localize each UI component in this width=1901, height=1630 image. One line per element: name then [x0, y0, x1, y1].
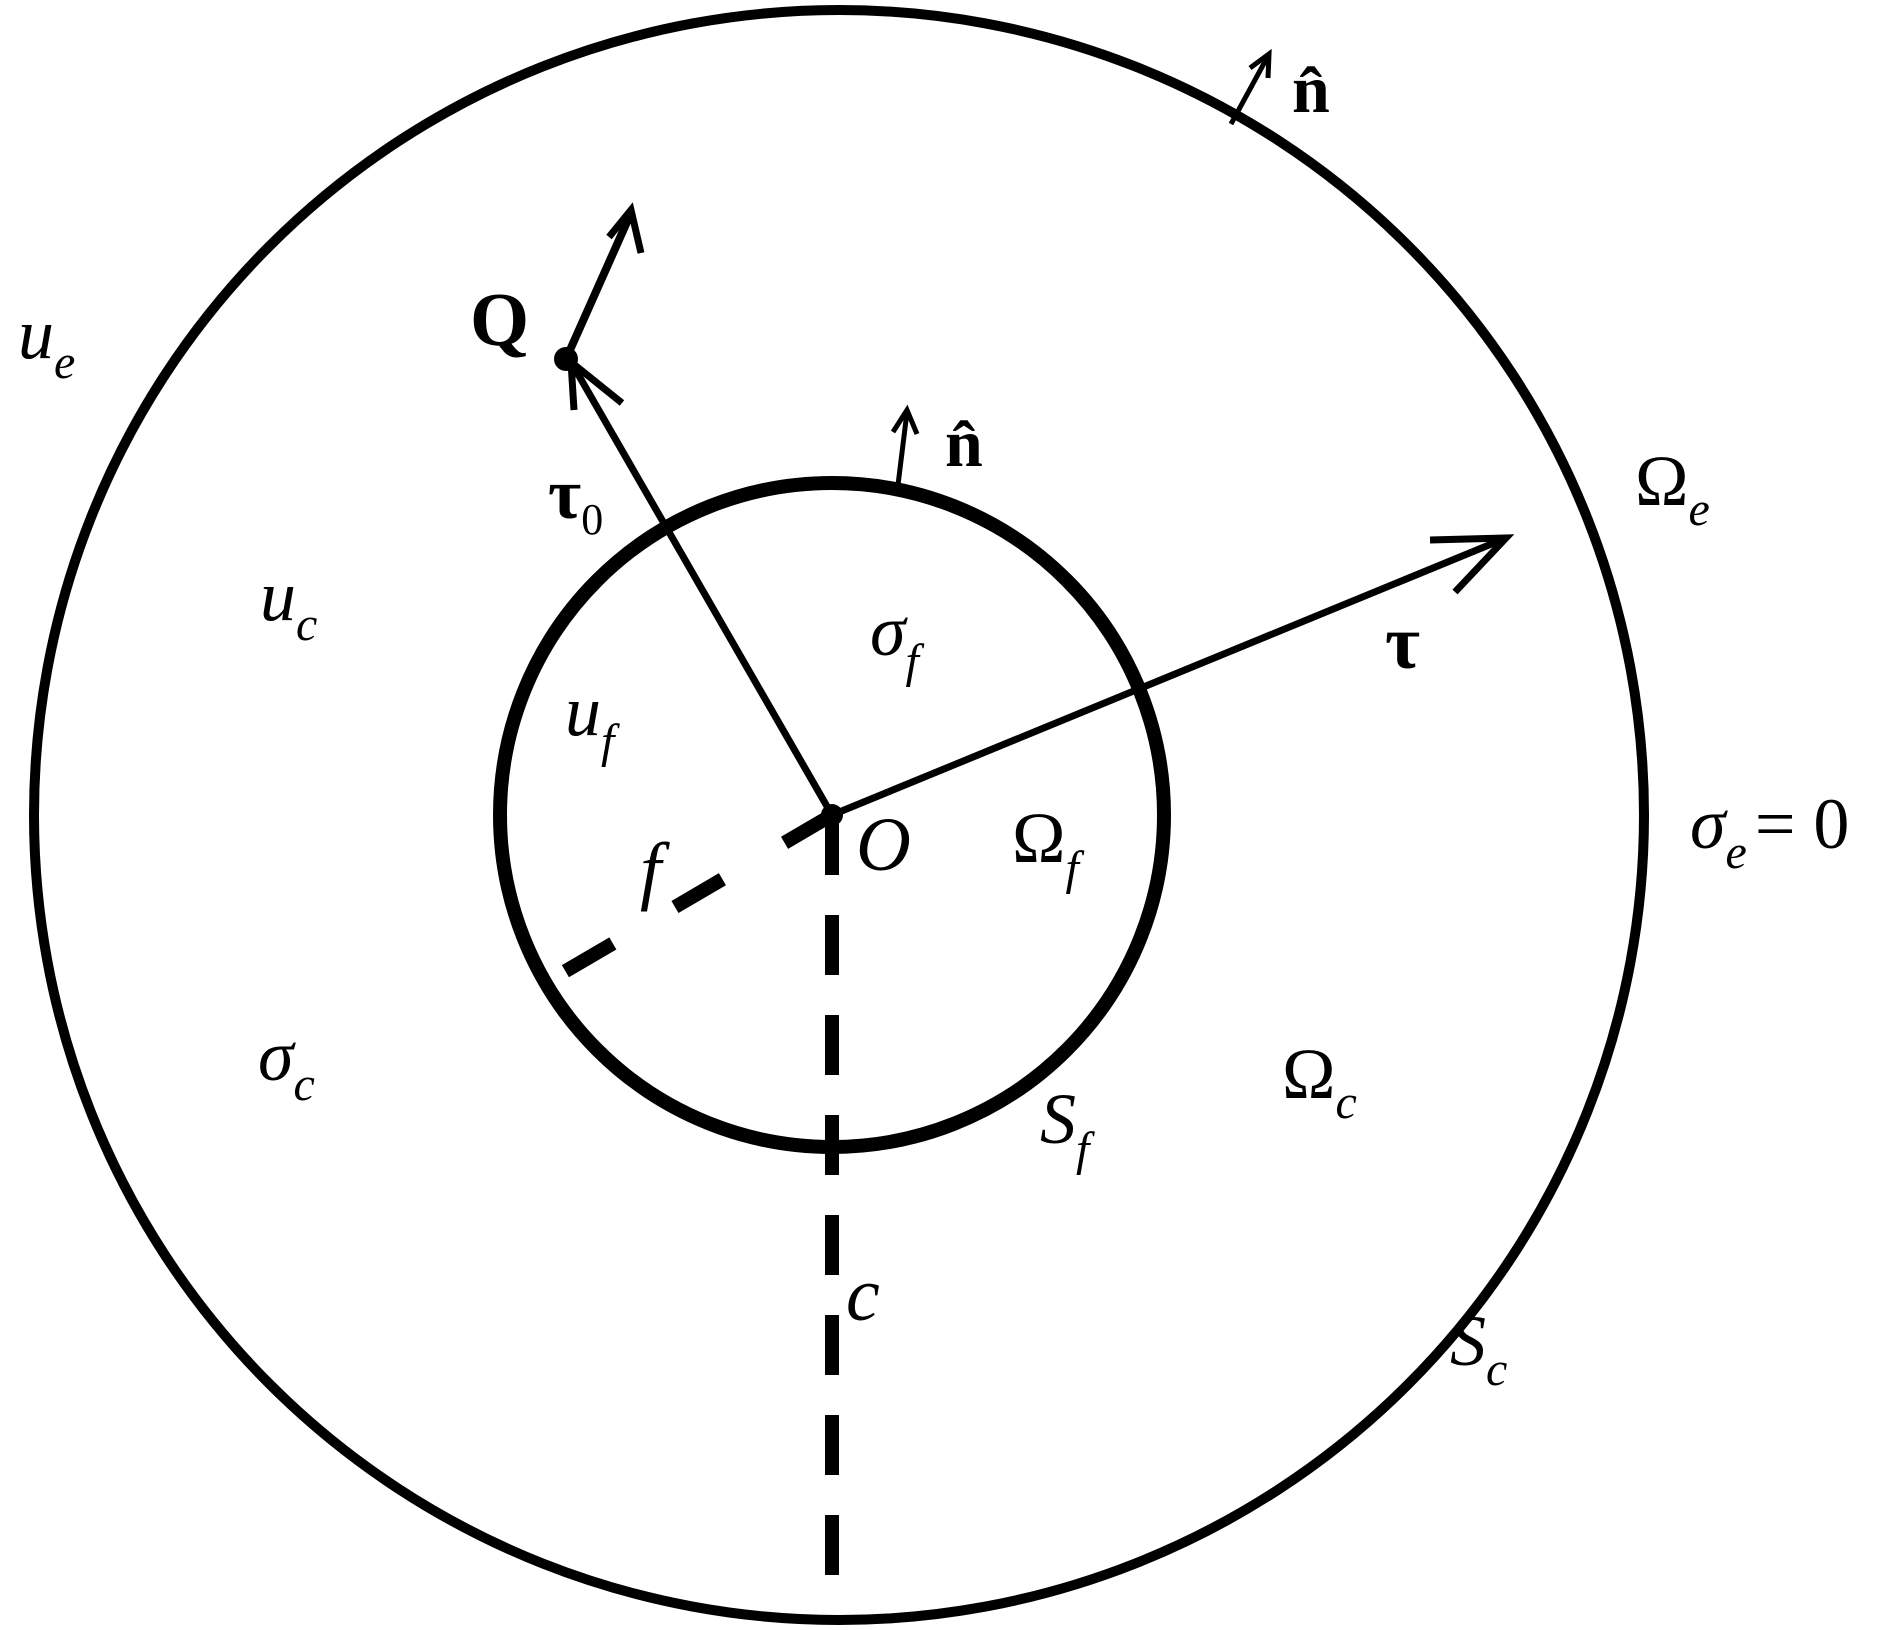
label-u-e: ue: [18, 294, 75, 389]
label-outer-normal: n̂: [1292, 51, 1330, 127]
label-tau: τ: [1385, 601, 1420, 685]
radius-f-dashed-line: [543, 808, 836, 989]
q-direction-arrowhead: [606, 202, 645, 254]
label-origin: O: [856, 803, 911, 887]
label-sigma-e: σe= 0: [1690, 784, 1849, 879]
label-inner-normal: n̂: [945, 405, 983, 481]
label-sigma-f: σf: [870, 591, 925, 688]
q-direction-arrow: [562, 211, 635, 361]
inner-normal-arrow: [895, 411, 910, 486]
label-s-c: Sc: [1450, 1301, 1507, 1396]
origin-point: [821, 804, 843, 826]
label-radius-f: f: [640, 828, 670, 912]
tau-arrowhead: [1429, 534, 1515, 595]
label-sigma-c: σc: [258, 1016, 315, 1111]
label-q: Q: [470, 278, 529, 362]
outer-normal-arrow: [1228, 54, 1271, 126]
label-omega-f: Ωf: [1012, 798, 1085, 895]
label-omega-e: Ωe: [1635, 441, 1710, 536]
label-s-f: Sf: [1040, 1079, 1095, 1176]
label-u-c: uc: [260, 556, 317, 651]
tau-vector: [830, 534, 1508, 819]
label-tau0: τ0: [548, 454, 603, 544]
point-q: [554, 347, 578, 371]
label-omega-c: Ωc: [1282, 1034, 1357, 1129]
label-radius-c: c: [846, 1253, 880, 1337]
label-u-f: uf: [565, 671, 620, 768]
outer-normal-arrowhead: [1248, 48, 1272, 79]
tau0-vector: [567, 360, 836, 817]
outer-circle: [29, 5, 1649, 1625]
inner-normal-arrowhead: [890, 404, 920, 435]
